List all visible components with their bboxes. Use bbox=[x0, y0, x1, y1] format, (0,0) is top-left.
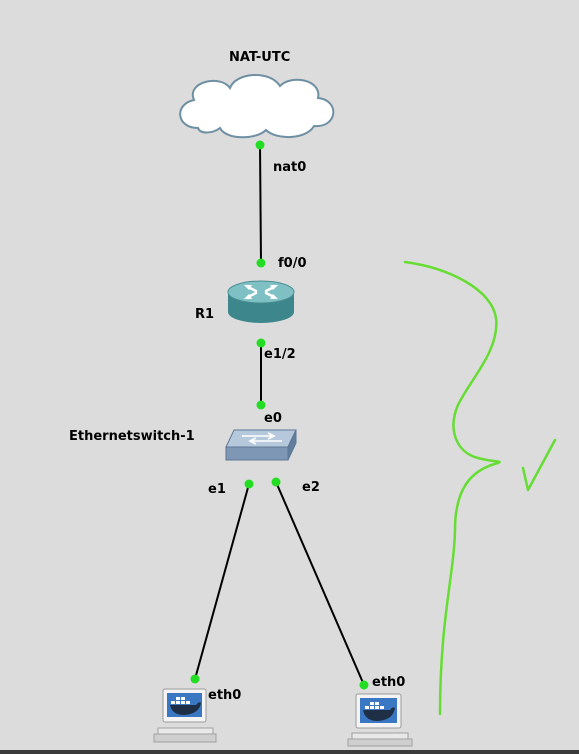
switch-label: Ethernetswitch-1 bbox=[69, 429, 195, 444]
port-dot-e1[interactable] bbox=[244, 479, 254, 489]
port-dot-e0[interactable] bbox=[256, 400, 266, 410]
router-label: R1 bbox=[195, 307, 214, 322]
docker-host-icon bbox=[153, 688, 217, 743]
docker-host-right[interactable] bbox=[347, 693, 413, 747]
port-label-right-eth0: eth0 bbox=[372, 675, 405, 690]
port-labels: nat0 f0/0 e1/2 e0 e1 e2 eth0 eth0 bbox=[208, 160, 405, 703]
link-switch-host-left[interactable] bbox=[194, 483, 250, 680]
port-label-e1: e1 bbox=[208, 482, 226, 497]
port-dot-right-eth0[interactable] bbox=[359, 680, 369, 690]
docker-host-left[interactable] bbox=[153, 688, 217, 743]
canvas-bottom-edge bbox=[0, 750, 579, 754]
port-dot-left-eth0[interactable] bbox=[190, 674, 200, 684]
port-label-nat0: nat0 bbox=[273, 160, 306, 175]
cloud-icon bbox=[179, 73, 335, 139]
links bbox=[194, 144, 365, 686]
link-cloud-router[interactable] bbox=[259, 144, 262, 264]
cloud-node[interactable]: NAT-UTC bbox=[179, 50, 335, 139]
router-node[interactable]: R1 bbox=[195, 280, 295, 323]
ethernet-switch-icon bbox=[225, 429, 297, 461]
ethernet-switch-node[interactable]: Ethernetswitch-1 bbox=[69, 429, 297, 461]
port-dot-e2[interactable] bbox=[271, 477, 281, 487]
cloud-label: NAT-UTC bbox=[229, 50, 290, 65]
port-label-left-eth0: eth0 bbox=[208, 688, 241, 703]
docker-host-icon bbox=[347, 693, 413, 747]
port-dot-nat0[interactable] bbox=[255, 140, 265, 150]
port-label-e1-2: e1/2 bbox=[264, 347, 296, 362]
port-dot-e1-2[interactable] bbox=[256, 338, 266, 348]
annotation-arrow-head bbox=[521, 438, 557, 492]
port-dot-f0-0[interactable] bbox=[256, 258, 266, 268]
link-switch-host-right[interactable] bbox=[275, 481, 365, 686]
port-label-e2: e2 bbox=[302, 480, 320, 495]
annotation-stroke bbox=[403, 260, 501, 716]
freehand-annotation bbox=[403, 260, 557, 716]
port-label-f0-0: f0/0 bbox=[278, 256, 307, 271]
port-dots bbox=[190, 140, 369, 690]
router-icon bbox=[227, 280, 295, 323]
port-label-e0: e0 bbox=[264, 411, 282, 426]
